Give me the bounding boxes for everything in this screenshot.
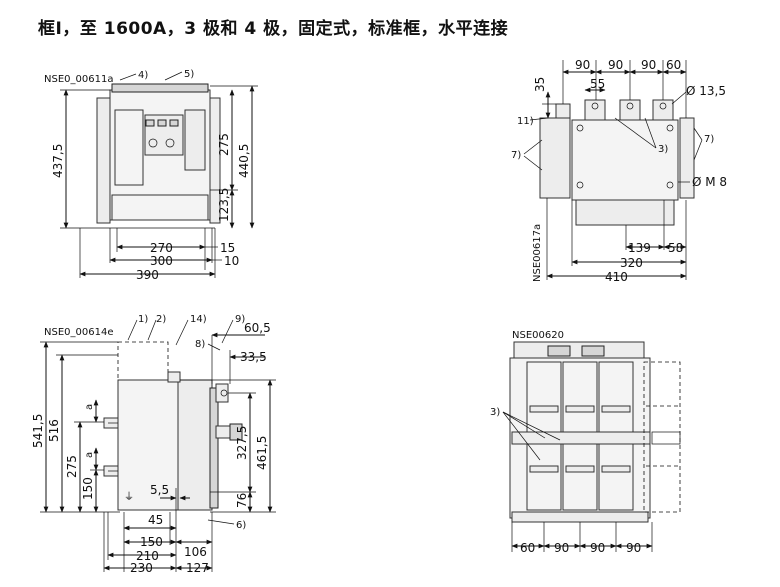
- dim-rear-90b: 90: [590, 541, 605, 555]
- callout-3-rear: 3): [490, 407, 500, 418]
- top-view: 90 90 90 60 55 35 Ø 13,5 Ø M 8 11) 7) 7)…: [511, 58, 727, 284]
- dim-270: 270: [150, 241, 173, 255]
- dim-123: 123,5: [217, 188, 231, 222]
- dim-33-5: 33,5: [240, 350, 267, 364]
- dim-230: 230: [130, 561, 153, 575]
- front-panel-window: [114, 109, 144, 186]
- front-view-code: NSE0_00611a: [44, 74, 113, 85]
- dim-10: 10: [224, 254, 239, 268]
- dim-437: 437,5: [51, 144, 65, 178]
- dim-rear-60: 60: [520, 541, 535, 555]
- arc-chute-outline: [117, 341, 169, 381]
- dim-a-2: a: [84, 452, 95, 458]
- dim-45: 45: [148, 513, 163, 527]
- page-title: 框I，至 1600A，3 极和 4 极，固定式，标准框，水平连接: [38, 19, 509, 39]
- dim-275: 275: [217, 133, 231, 156]
- dim-320: 320: [620, 256, 643, 270]
- dim-top-90c: 90: [641, 58, 656, 72]
- dim-screw: Ø M 8: [692, 175, 727, 189]
- top-view-code: NSE00617a: [532, 224, 543, 282]
- callout-6: 6): [236, 520, 246, 531]
- callout-1: 1): [138, 314, 148, 325]
- dim-150-bottom: 150: [140, 535, 163, 549]
- dim-210: 210: [136, 549, 159, 563]
- callout-4: 4): [138, 70, 148, 81]
- front-view: NSE0_00611a 4) 5) 437,5 275 123,5 440,5: [44, 69, 258, 282]
- side-view-code: NSE0_00614e: [44, 327, 113, 338]
- dim-275-side: 275: [65, 455, 79, 478]
- dim-top-60: 60: [666, 58, 681, 72]
- svg-text:⏚: ⏚: [124, 491, 134, 503]
- dim-rear-90a: 90: [554, 541, 569, 555]
- dim-440: 440,5: [237, 144, 251, 178]
- dim-top-35: 35: [533, 77, 547, 92]
- dim-a-1: a: [84, 404, 95, 410]
- dim-327: 327,5: [235, 426, 249, 460]
- dim-58: 58: [668, 241, 683, 255]
- rear-view-code: NSE00620: [512, 330, 564, 341]
- callout-8: 8): [195, 339, 205, 350]
- side-breaker-body: [117, 379, 181, 511]
- dim-461: 461,5: [255, 436, 269, 470]
- callout-9: 9): [235, 314, 245, 325]
- callout-3-top: 3): [658, 144, 668, 155]
- dim-60-5: 60,5: [244, 321, 271, 335]
- callout-7-left: 7): [511, 150, 521, 161]
- dim-top-90a: 90: [575, 58, 590, 72]
- fourth-pole-outline: [643, 361, 681, 513]
- dim-410: 410: [605, 270, 628, 284]
- callout-5: 5): [184, 69, 194, 80]
- callout-2: 2): [156, 314, 166, 325]
- dim-390: 390: [136, 268, 159, 282]
- dim-15: 15: [220, 241, 235, 255]
- dim-76: 76: [235, 493, 249, 508]
- rear-view: NSE00620 3) 60: [490, 330, 681, 555]
- callout-7-right: 7): [704, 134, 714, 145]
- top-breaker-body: [571, 119, 679, 201]
- dim-106: 106: [184, 545, 207, 559]
- dim-rear-90c: 90: [626, 541, 641, 555]
- dim-hole: Ø 13,5: [686, 84, 726, 98]
- dim-300: 300: [150, 254, 173, 268]
- dim-541: 541,5: [31, 414, 45, 448]
- dim-139: 139: [628, 241, 651, 255]
- side-view: NSE0_00614e 1) 2) 14) 9) 8) 3) 6) ⏚: [31, 314, 276, 575]
- dim-5-5: 5,5: [150, 483, 169, 497]
- dim-top-90b: 90: [608, 58, 623, 72]
- dim-top-55: 55: [590, 77, 605, 91]
- dim-516: 516: [47, 419, 61, 442]
- dim-127: 127: [186, 561, 209, 575]
- callout-14: 14): [190, 314, 207, 325]
- callout-11: 11): [517, 116, 534, 127]
- dim-150-side: 150: [81, 477, 95, 500]
